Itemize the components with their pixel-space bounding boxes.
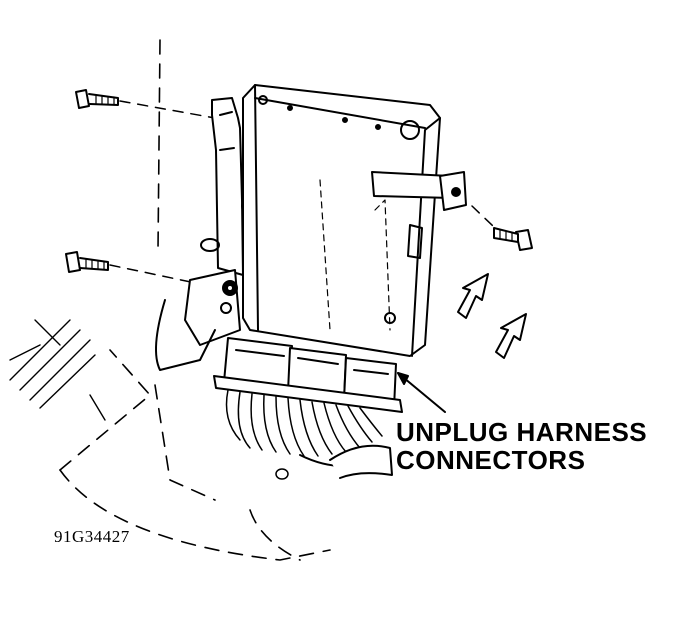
- right-mounting-bracket: [372, 172, 466, 210]
- callout-line-1: UNPLUG HARNESS: [396, 417, 648, 447]
- screw-icon: [76, 90, 118, 108]
- trim-hatching: [10, 320, 105, 420]
- harness-connectors: [214, 338, 402, 412]
- unplug-harness-callout: UNPLUG HARNESS CONNECTORS: [396, 418, 647, 474]
- callout-line-2: CONNECTORS: [396, 445, 586, 475]
- wire-bundle: [227, 390, 393, 479]
- screw-icon: [494, 228, 532, 250]
- figure-id: 91G34427: [54, 527, 130, 546]
- callout-leader-arrowhead: [398, 373, 408, 384]
- left-mounting-bracket: [156, 98, 255, 370]
- control-module-box: [243, 85, 440, 356]
- direction-arrow-icon: [458, 274, 526, 358]
- screw-icon: [66, 252, 108, 272]
